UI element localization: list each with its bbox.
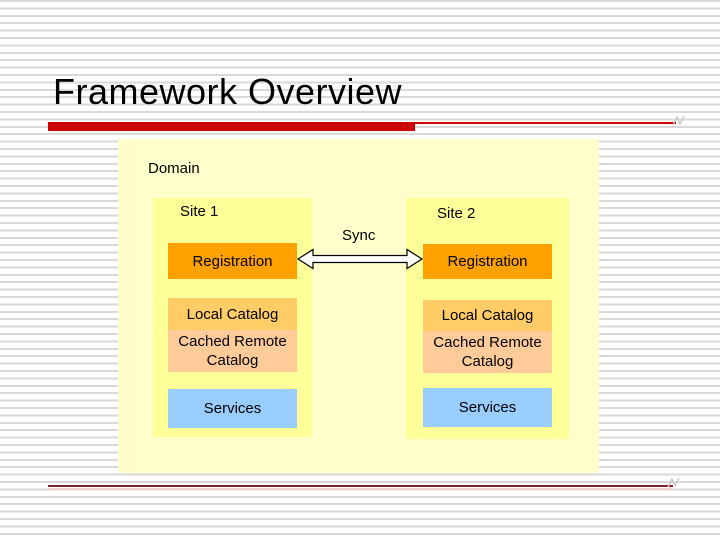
site-1-label: Site 1 (180, 203, 219, 220)
footer-line-light (48, 488, 673, 490)
footer-line-end-scribble-icon (667, 477, 680, 488)
site-1-local-catalog-box: Local Catalog (168, 298, 297, 330)
title-underline-bar (48, 122, 415, 131)
title-line-end-scribble-icon (672, 115, 685, 126)
sync-label: Sync (342, 227, 376, 244)
site-2-label: Site 2 (437, 205, 476, 222)
domain-label: Domain (148, 160, 200, 177)
site-2-registration-box: Registration (423, 244, 552, 279)
site-2-local-catalog-box: Local Catalog (423, 300, 552, 331)
slide-title: Framework Overview (53, 71, 403, 112)
site-1-cached-remote-catalog-box: Cached Remote Catalog (168, 330, 297, 372)
site-1-services-box: Services (168, 389, 297, 428)
sync-double-arrow-icon (296, 248, 424, 270)
footer-line-dark (48, 485, 673, 487)
site-2-cached-remote-catalog-box: Cached Remote Catalog (423, 331, 552, 373)
title-underline-line (415, 122, 676, 124)
site-1-registration-box: Registration (168, 243, 297, 279)
site-2-services-box: Services (423, 388, 552, 427)
